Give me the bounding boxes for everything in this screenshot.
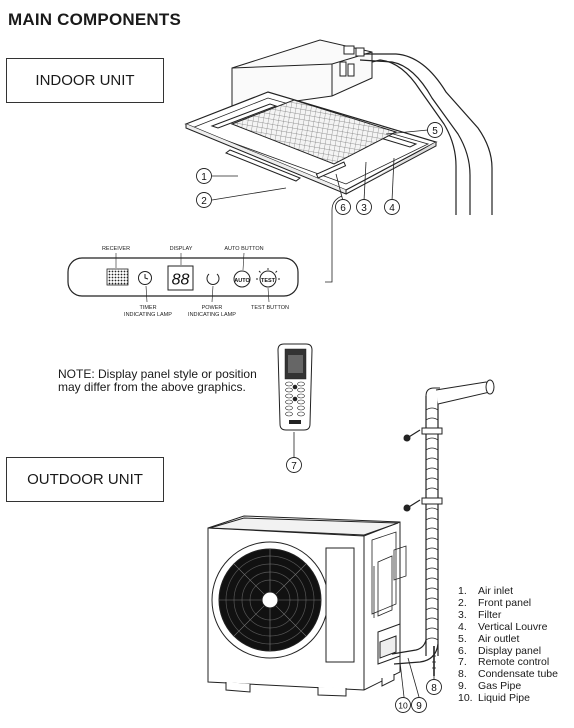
note-line-2: may differ from the above graphics. <box>58 380 246 394</box>
callout-9: 9 <box>411 697 427 713</box>
callout-2: 2 <box>196 192 212 208</box>
callout-3: 3 <box>356 199 372 215</box>
svg-text:AUTO: AUTO <box>234 278 250 284</box>
auto-button[interactable] <box>233 270 251 288</box>
indoor-cassette-unit <box>184 39 493 215</box>
test-sun-icon <box>256 268 280 280</box>
receiver-label: RECEIVER <box>102 246 130 252</box>
outdoor-unit-label: OUTDOOR UNIT <box>6 457 164 502</box>
svg-text:5: 5 <box>432 126 438 137</box>
legend-item: 9.Gas Pipe <box>458 680 522 693</box>
legend-item: 5.Air outlet <box>458 632 520 645</box>
receiver-window <box>106 268 129 286</box>
indoor-leaders <box>211 129 429 283</box>
outdoor-unit <box>207 515 407 697</box>
power-label-1: POWER <box>202 305 223 311</box>
svg-text:6: 6 <box>340 203 346 214</box>
note-line-1: NOTE: Display panel style or position <box>58 367 257 381</box>
callout-5: 5 <box>427 122 443 138</box>
legend-item: 1.Air inlet <box>458 585 514 597</box>
callout-4: 4 <box>384 199 400 215</box>
legend-item: 2.Front panel <box>458 596 532 609</box>
svg-text:10: 10 <box>398 701 408 711</box>
digital-display <box>167 265 194 291</box>
callout-7: 7 <box>286 457 302 473</box>
svg-text:1: 1 <box>201 172 207 183</box>
svg-text:8: 8 <box>431 683 437 694</box>
legend-item: 3.Filter <box>458 608 502 621</box>
wall-piping <box>391 379 495 676</box>
display-panel: 88 AUTO TEST RECEIVER DISPLAY AUTO BUTTO… <box>67 246 299 318</box>
callout-8: 8 <box>426 679 442 695</box>
power-lamp-icon <box>206 273 220 285</box>
remote-control <box>277 343 313 431</box>
legend-item: 8.Condensate tube <box>458 668 558 681</box>
svg-text:4: 4 <box>389 203 395 214</box>
timer-label-2: INDICATING LAMP <box>124 312 172 318</box>
legend-item: 7.Remote control <box>458 656 550 669</box>
timer-label-1: TIMER <box>139 305 156 311</box>
callout-1: 1 <box>196 168 212 184</box>
display-label: DISPLAY <box>170 246 193 252</box>
outdoor-leaders <box>399 657 435 698</box>
test-button[interactable] <box>259 270 277 288</box>
svg-text:7: 7 <box>291 461 297 472</box>
svg-text:TEST: TEST <box>261 278 276 284</box>
component-legend: 1.Air inlet 2.Front panel 3.Filter 4.Ver… <box>458 585 558 705</box>
callout-10: 10 <box>395 697 411 713</box>
auto-button-label: AUTO BUTTON <box>224 246 263 252</box>
display-digits: 88 <box>172 272 190 289</box>
legend-item: 6.Display panel <box>458 644 542 657</box>
legend-item: 4.Vertical Louvre <box>458 620 548 633</box>
svg-text:3: 3 <box>361 203 367 214</box>
callout-6: 6 <box>335 199 351 215</box>
indoor-unit-label: INDOOR UNIT <box>6 58 164 103</box>
display-note: NOTE: Display panel style or position ma… <box>58 368 257 394</box>
test-button-label: TEST BUTTON <box>251 305 289 311</box>
svg-text:9: 9 <box>416 701 422 712</box>
power-label-2: INDICATING LAMP <box>188 312 236 318</box>
page-title: MAIN COMPONENTS <box>8 10 181 29</box>
remote-buttons <box>285 381 305 417</box>
svg-text:2: 2 <box>201 196 207 207</box>
legend-item: 10.Liquid Pipe <box>458 692 530 705</box>
